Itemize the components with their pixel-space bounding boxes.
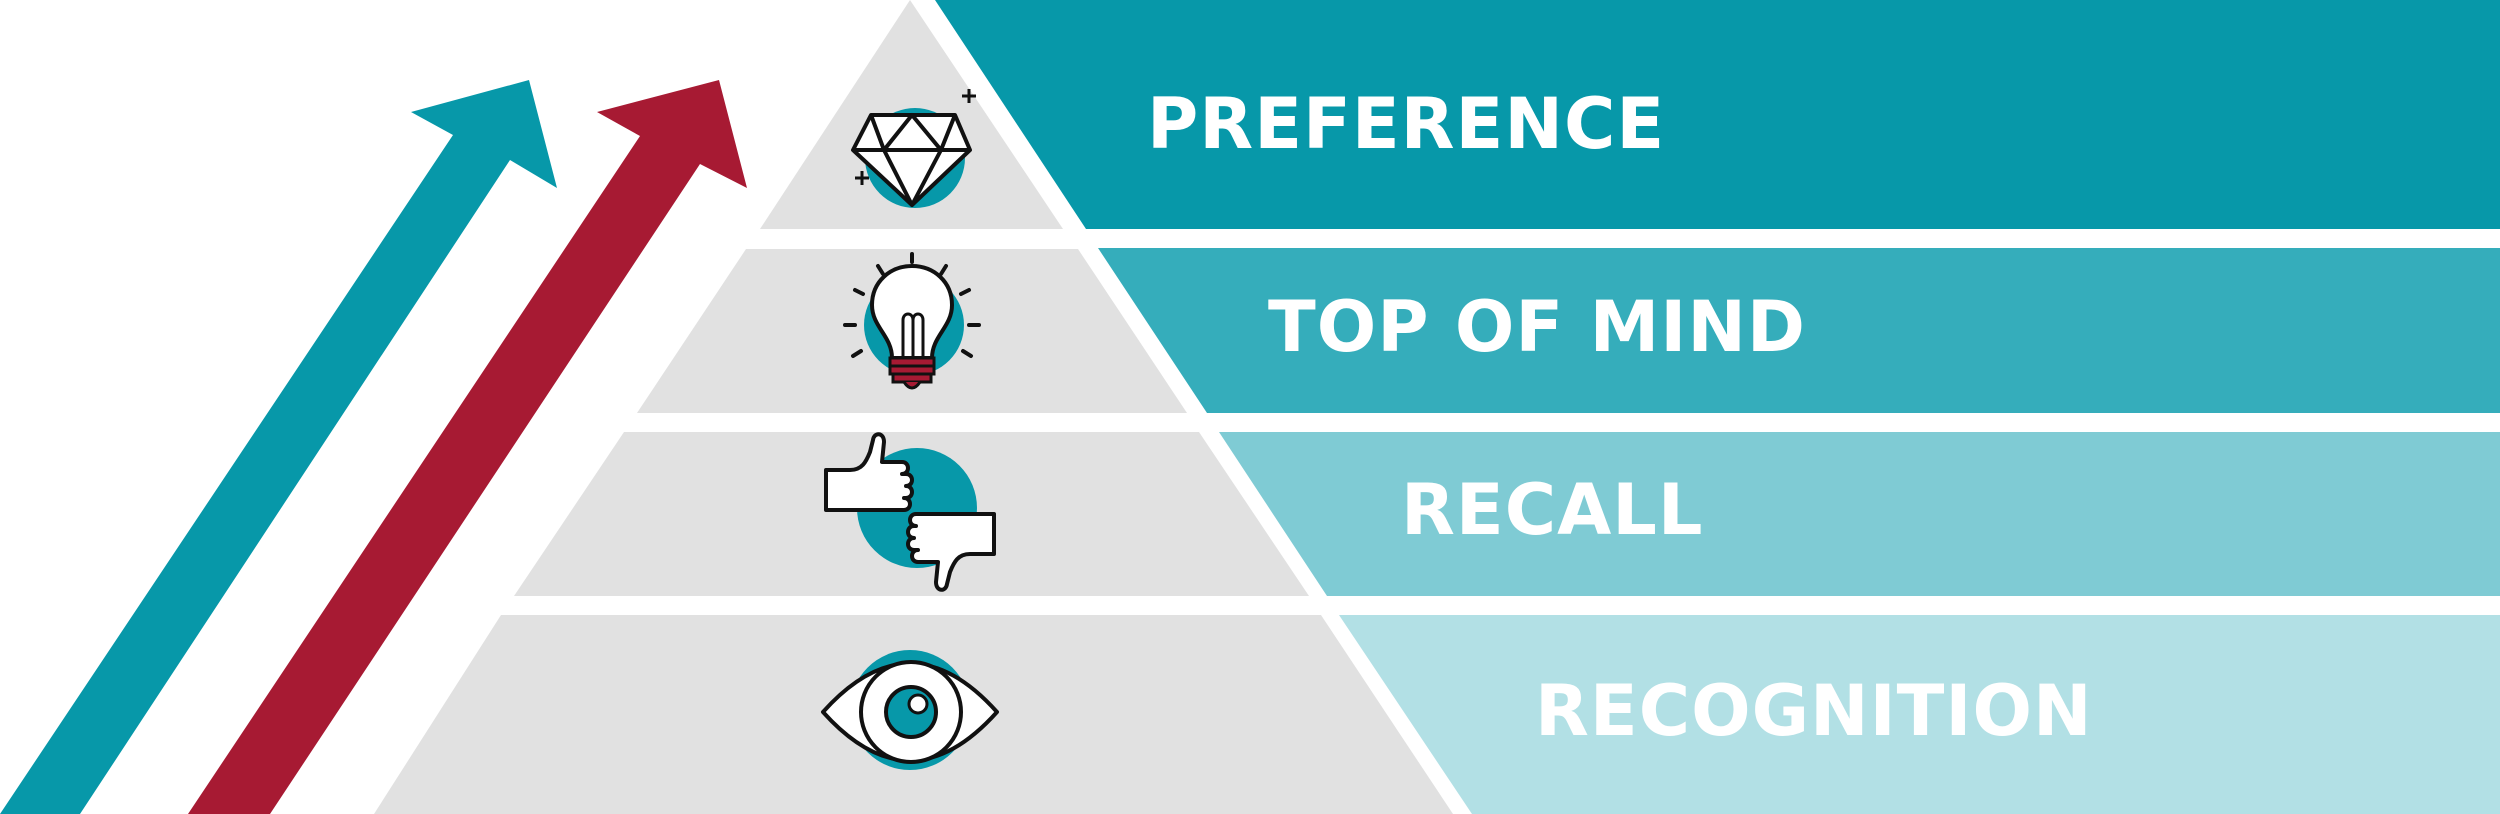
thumbs-up-down-icon — [824, 432, 996, 592]
tier-label-preference: PREFERENCE — [1147, 83, 1665, 165]
band-top-of-mind — [1098, 248, 2500, 413]
tier-label-recognition: RECOGNITION — [1535, 670, 2093, 752]
teal-arrow — [0, 80, 557, 814]
band-preference — [935, 0, 2500, 229]
light-bulb-icon — [843, 252, 981, 390]
band-recall — [1219, 432, 2500, 596]
red-arrow — [188, 80, 747, 814]
diamond-icon — [851, 89, 976, 208]
band-recognition — [1339, 615, 2500, 814]
eye-icon — [821, 650, 999, 770]
tier-label-top-of-mind: TOP OF MIND — [1268, 286, 1806, 368]
tier-label-recall: RECALL — [1401, 469, 1703, 551]
